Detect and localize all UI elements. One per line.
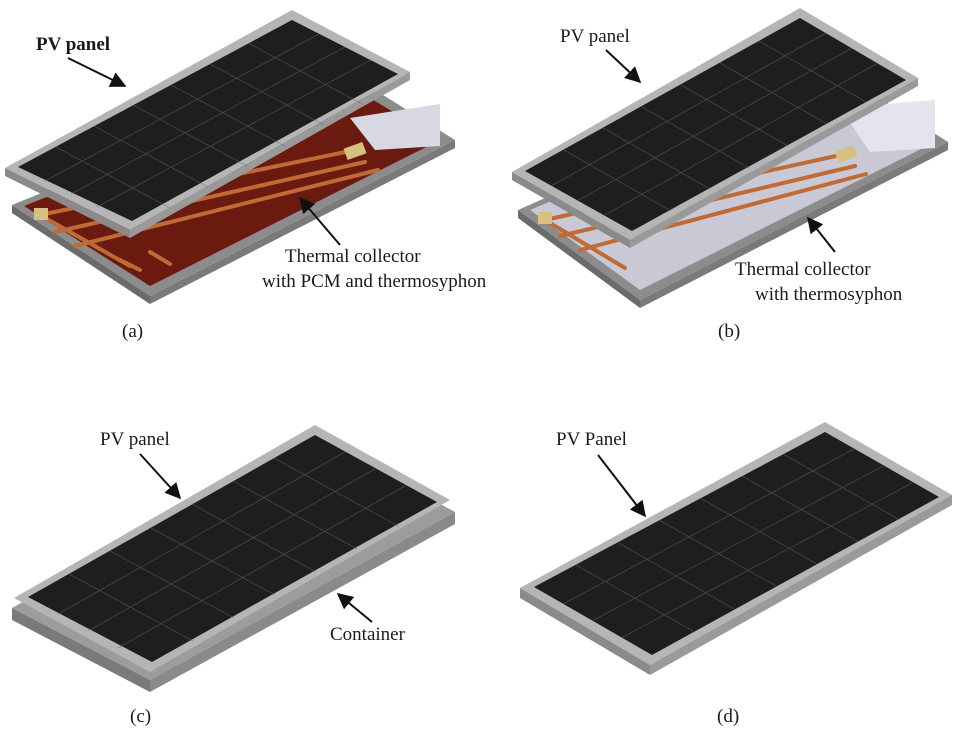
pv-panel-c <box>14 425 450 672</box>
label-thermal-collector-b: Thermal collector <box>735 259 871 280</box>
pv-panel-a <box>5 10 410 238</box>
label-pv-panel-b: PV panel <box>560 26 630 47</box>
caption-a: (a) <box>122 321 143 342</box>
pv-panel-b <box>512 8 918 248</box>
pv-panel-d <box>520 422 952 675</box>
label-with-pcm-a: with PCM and thermosyphon <box>262 271 487 292</box>
panel-a: PV panel Thermal collector with PCM and … <box>5 10 487 342</box>
label-with-thermosyphon-b: with thermosyphon <box>755 284 903 305</box>
label-pv-panel-d: PV Panel <box>556 429 627 450</box>
label-thermal-collector-a: Thermal collector <box>285 246 421 267</box>
caption-c: (c) <box>130 706 151 727</box>
caption-b: (b) <box>718 321 740 342</box>
label-pv-panel-c: PV panel <box>100 429 170 450</box>
label-container-c: Container <box>330 624 406 645</box>
caption-d: (d) <box>717 706 739 727</box>
panel-d: PV Panel (d) <box>520 422 952 727</box>
label-pv-panel-a: PV panel <box>36 34 110 55</box>
panel-b: PV panel Thermal collector with thermosy… <box>512 8 948 342</box>
panel-c: PV panel Container (c) <box>12 425 455 727</box>
